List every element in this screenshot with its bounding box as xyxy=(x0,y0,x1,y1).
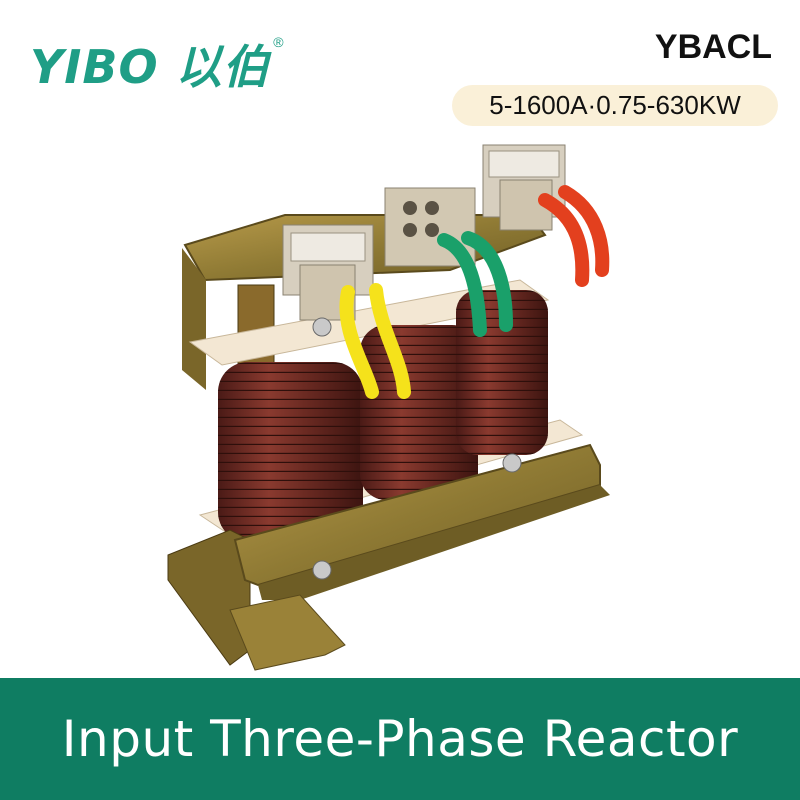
phase-leads xyxy=(339,185,610,399)
reactor-product-image xyxy=(167,144,610,671)
coil-1 xyxy=(218,362,363,542)
spec-text: 5-1600A·0.75-630KW xyxy=(489,90,741,120)
registered-mark: ® xyxy=(273,34,284,50)
brand-logo-text: YIBO 以伯 xyxy=(30,40,270,94)
coil-group xyxy=(218,290,548,542)
bolt xyxy=(502,453,522,473)
product-title-banner: Input Three-Phase Reactor xyxy=(0,678,800,800)
brand-logo: YIBO 以伯 ® xyxy=(30,32,284,96)
bolt xyxy=(312,317,332,337)
model-label: YBACL xyxy=(654,28,772,66)
terminal-block-1 xyxy=(282,224,374,321)
spec-badge: 5-1600A·0.75-630KW xyxy=(452,85,778,126)
bolt xyxy=(312,560,332,580)
terminal-block-3 xyxy=(482,144,566,231)
product-title: Input Three-Phase Reactor xyxy=(61,710,739,768)
coil-2 xyxy=(360,325,478,500)
